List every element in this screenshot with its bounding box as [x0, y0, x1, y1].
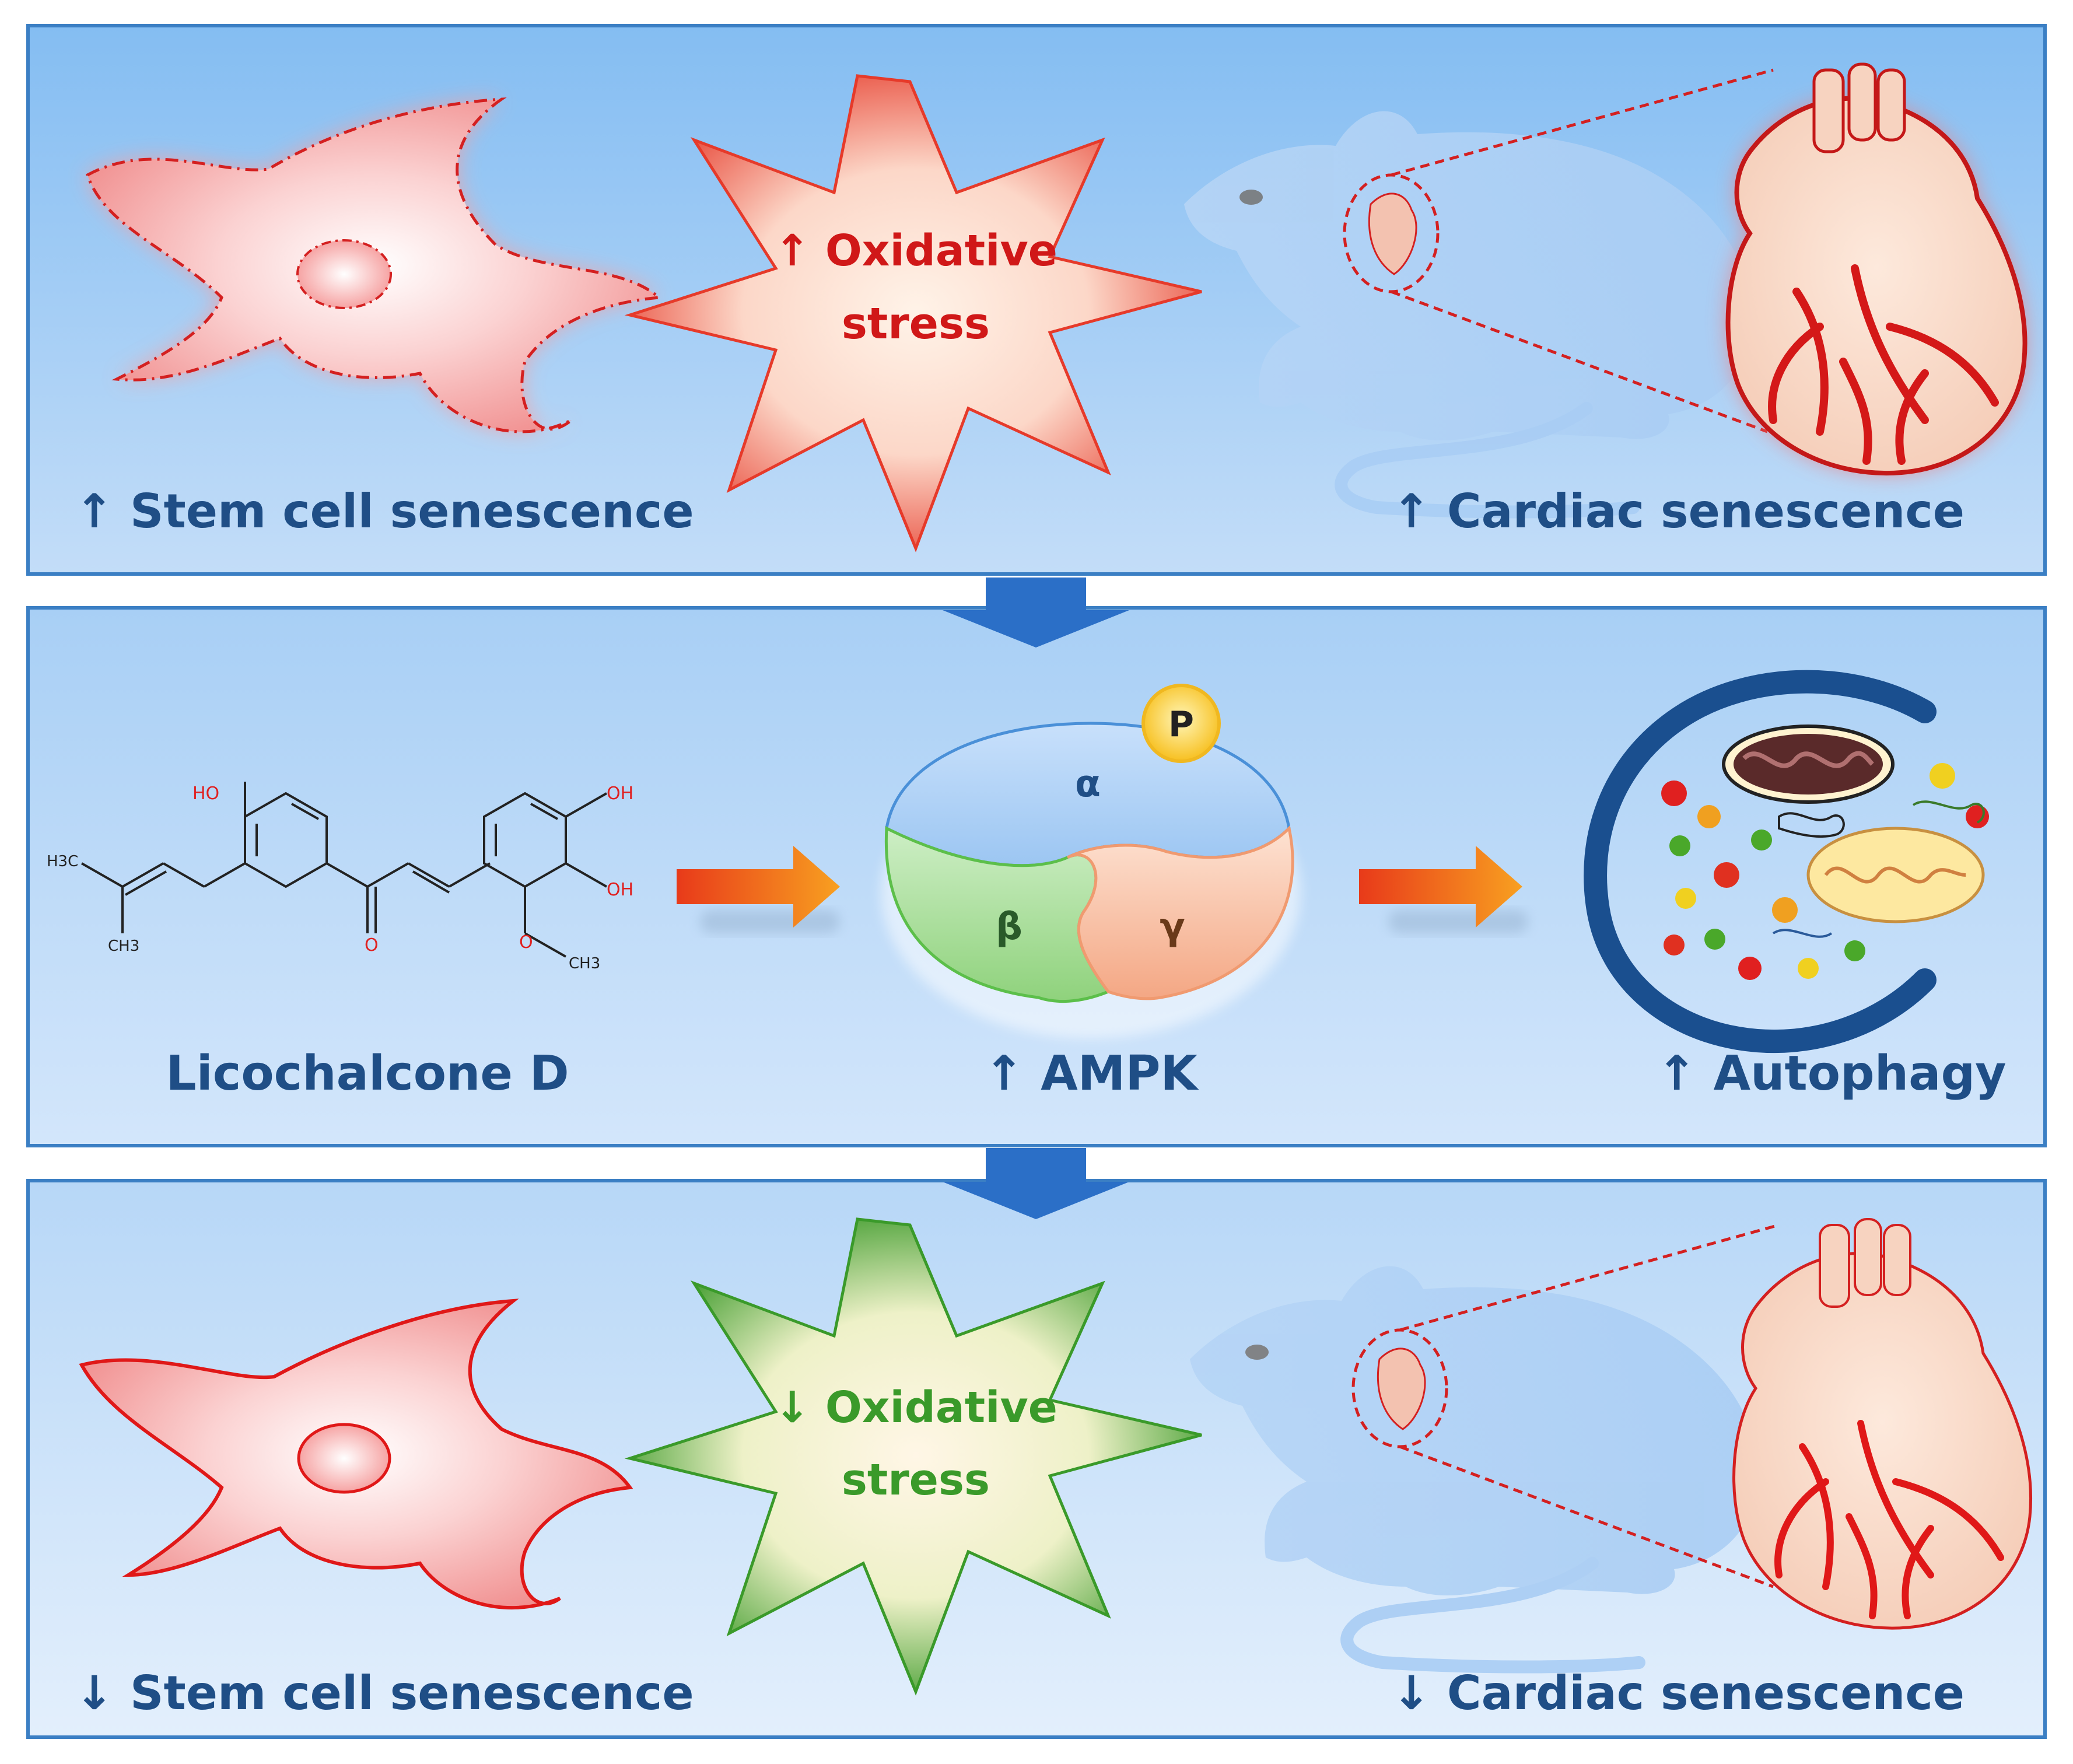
cardiac-senescence-down: ↓ Cardiac senescence	[1392, 1666, 1965, 1720]
senescent-stem-cell	[85, 97, 663, 433]
oxidative-stress-star-down	[624, 1217, 1202, 1696]
stress-up-line2: stress	[842, 299, 990, 349]
ampk-beta: β	[996, 905, 1023, 949]
phospho-group: P	[1168, 704, 1194, 745]
mouse-heart-mini-1	[1368, 192, 1417, 275]
mol-o-methoxy: O	[519, 932, 533, 953]
ampk-gamma: γ	[1160, 905, 1185, 949]
healthy-stem-cell	[79, 1298, 633, 1610]
mouse-illustration-treated	[1190, 1266, 1758, 1674]
flow-arrow-down-2	[943, 1148, 1129, 1219]
cardiac-senescence-up: ↑ Cardiac senescence	[1392, 484, 1965, 538]
mol-h3c: H3C	[47, 853, 78, 870]
mouse-heart-mini-2	[1377, 1348, 1426, 1430]
heart-aged	[1725, 62, 2028, 475]
stem-cell-senescence-down: ↓ Stem cell senescence	[75, 1666, 694, 1720]
mol-oh-right-top: OH	[607, 783, 633, 804]
stress-down-line1: ↓ Oxidative	[774, 1382, 1057, 1433]
stress-down-line2: stress	[842, 1455, 990, 1505]
stress-up-line1: ↑ Oxidative	[774, 226, 1057, 276]
zoom-line-1a	[1391, 68, 1774, 177]
arrow-shadow-1	[700, 910, 840, 933]
licochalcone-d-structure	[81, 782, 607, 958]
zoom-line-1b	[1391, 290, 1768, 433]
autophagy-label: ↑ Autophagy	[1657, 1046, 2006, 1101]
mol-o-keto: O	[365, 935, 379, 956]
mol-ho-top: HO	[192, 783, 219, 804]
licochalcone-d-label: Licochalcone D	[166, 1046, 569, 1101]
heart-treated	[1732, 1218, 2033, 1630]
mol-oh-right: OH	[607, 880, 633, 900]
autophagosome	[1584, 670, 1989, 1054]
stem-cell-senescence-up: ↑ Stem cell senescence	[75, 484, 694, 538]
ampk-alpha: α	[1075, 762, 1101, 806]
ampk-label: ↑ AMPK	[984, 1046, 1199, 1101]
mol-ch3-bottom: CH3	[108, 937, 139, 955]
zoom-line-2b	[1399, 1445, 1774, 1588]
arrow-to-ampk	[677, 846, 840, 928]
arrow-shadow-2	[1388, 910, 1528, 933]
flow-arrow-down-1	[943, 578, 1129, 648]
arrow-to-autophagy	[1359, 846, 1522, 928]
mol-ch3-methoxy: CH3	[569, 955, 600, 972]
zoom-line-2a	[1399, 1223, 1780, 1332]
mouse-illustration-aged	[1184, 111, 1752, 519]
ampk-complex	[881, 684, 1301, 1038]
oxidative-stress-star-up	[624, 74, 1202, 552]
